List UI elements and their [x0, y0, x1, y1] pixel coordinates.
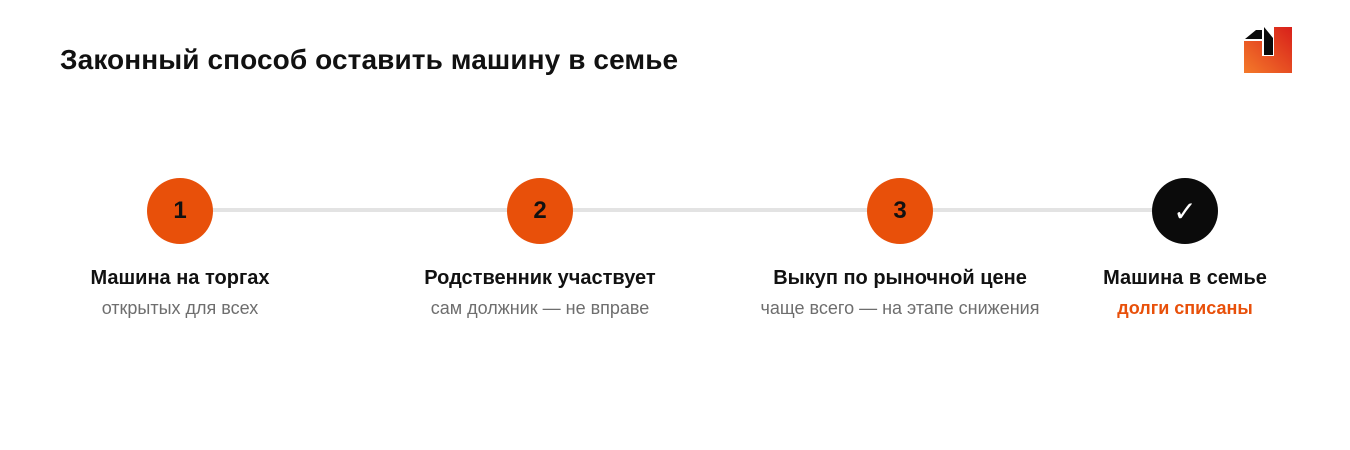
step-3-subtitle: чаще всего — на этапе снижения	[760, 298, 1040, 318]
checkmark-icon: ✓	[1152, 178, 1218, 244]
brand-logo-icon	[1244, 27, 1292, 73]
step-4-subtitle: долги списаны	[1117, 298, 1253, 318]
progress-track	[180, 208, 1185, 212]
page-title: Законный способ оставить машину в семье	[60, 44, 679, 75]
step-1-title: Машина на торгах	[90, 267, 270, 289]
step-2-subtitle: сам должник — не вправе	[430, 298, 650, 318]
step-3: 3 Выкуп по рыночной цене чаще всего — на…	[740, 178, 1060, 320]
step-2-marker: 2	[507, 178, 573, 244]
step-1-subtitle: открытых для всех	[101, 298, 259, 318]
step-2-title: Родственник участвует	[424, 267, 656, 289]
step-1: 1 Машина на торгах открытых для всех	[20, 178, 340, 320]
step-2: 2 Родственник участвует сам должник — не…	[380, 178, 700, 320]
step-4-title: Машина в семье	[1103, 267, 1267, 289]
step-1-marker: 1	[147, 178, 213, 244]
step-3-title: Выкуп по рыночной цене	[773, 267, 1027, 289]
step-4: ✓ Машина в семье долги списаны	[1025, 178, 1345, 320]
step-3-marker: 3	[867, 178, 933, 244]
